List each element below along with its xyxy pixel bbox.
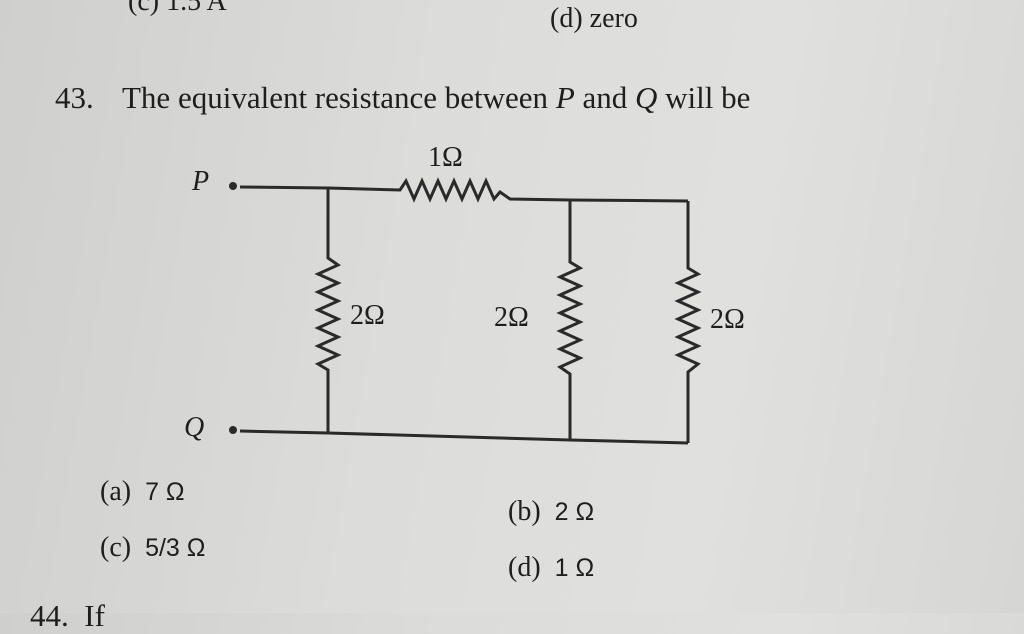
resistor-right <box>674 201 702 443</box>
resistor-middle-label: 2Ω <box>494 302 529 333</box>
option-d: (d) 1 Ω <box>508 552 594 584</box>
option-a: (a) 7 Ω <box>100 476 185 508</box>
option-b: (b) 2 Ω <box>508 496 594 528</box>
circuit-diagram <box>229 177 702 445</box>
question-p: P <box>555 80 575 115</box>
question-text-3: will be <box>657 80 751 115</box>
next-question-number: 44. <box>30 598 69 633</box>
question-text-2: and <box>574 80 636 115</box>
option-b-key: (b) <box>508 496 541 527</box>
question-q: Q <box>635 80 658 115</box>
option-c: (c) 5/3 Ω <box>100 532 205 564</box>
option-a-value: 7 Ω <box>145 478 185 506</box>
resistor-middle <box>556 200 584 440</box>
option-c-value: 5/3 Ω <box>145 534 206 562</box>
resistor-left <box>314 188 342 433</box>
question-number: 43. <box>55 80 94 115</box>
option-c-key: (c) <box>100 532 132 563</box>
question-text-1: The equivalent resistance between <box>122 80 556 115</box>
option-d-value: 1 Ω <box>554 554 595 582</box>
prev-option-d: (d) zero <box>550 3 638 34</box>
node-q-label: Q <box>184 412 205 443</box>
option-b-value: 2 Ω <box>554 498 595 526</box>
prev-option-c: (c) 1.5 A <box>128 0 227 17</box>
resistor-1ohm-label: 1Ω <box>428 142 463 173</box>
resistor-left-label: 2Ω <box>350 300 385 331</box>
next-question: 44. If <box>30 598 105 634</box>
bottom-wire <box>239 429 689 445</box>
top-wire <box>239 177 689 203</box>
question-text: The equivalent resistance between P and … <box>122 80 750 116</box>
option-d-key: (d) <box>508 552 541 583</box>
terminal-p <box>229 182 237 190</box>
option-a-key: (a) <box>100 476 132 507</box>
next-question-text: If <box>84 598 105 633</box>
node-p-label: P <box>192 166 210 197</box>
terminal-q <box>229 426 237 434</box>
resistor-right-label: 2Ω <box>710 304 745 335</box>
